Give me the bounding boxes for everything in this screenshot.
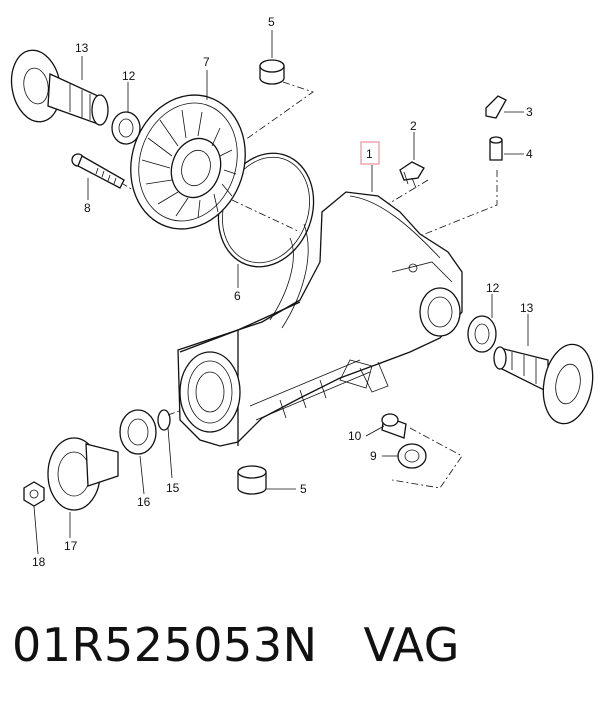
flange-shaft-right[interactable]	[493, 340, 599, 427]
callout-18: 18	[32, 555, 46, 569]
leader-lines	[33, 30, 529, 555]
callout-7: 7	[203, 55, 210, 69]
seal-ring-left[interactable]	[111, 111, 141, 145]
filler-plug-top[interactable]	[259, 59, 285, 85]
highlight-box	[360, 141, 380, 165]
callout-5-top: 5	[268, 15, 275, 29]
callout-5-bottom: 5	[300, 482, 307, 496]
callout-4: 4	[526, 147, 533, 161]
pin-shaft[interactable]	[381, 413, 407, 439]
breather-cap[interactable]	[485, 95, 507, 119]
pinion-flange[interactable]	[47, 437, 119, 511]
callout-3: 3	[526, 105, 533, 119]
part-number: 01R525053N	[12, 618, 318, 672]
callout-labels: 13 12 7 5 1 2 3 4 8 6 12 13 10 9 5 15 16…	[32, 15, 534, 569]
callout-6: 6	[234, 289, 241, 303]
callout-1: 1	[366, 147, 373, 161]
bolt[interactable]	[71, 153, 125, 189]
differential-housing[interactable]	[177, 191, 463, 447]
callout-12-left: 12	[122, 69, 136, 83]
bearing[interactable]	[119, 409, 157, 455]
flange-nut[interactable]	[23, 481, 45, 507]
drain-plug-bottom[interactable]	[237, 465, 267, 495]
callout-9: 9	[370, 449, 377, 463]
brand-name: VAG	[363, 618, 460, 672]
breather-pin[interactable]	[489, 136, 503, 161]
housing-cover[interactable]	[114, 80, 263, 244]
callout-16: 16	[137, 495, 151, 509]
flange-shaft-left[interactable]	[6, 46, 109, 126]
callout-8: 8	[84, 201, 91, 215]
callout-12-right: 12	[486, 281, 500, 295]
callout-15: 15	[166, 481, 180, 495]
callout-10: 10	[348, 429, 362, 443]
callout-13-right: 13	[520, 301, 534, 315]
exploded-parts-diagram: 13 12 7 5 1 2 3 4 8 6 12 13 10 9 5 15 16…	[6, 15, 599, 569]
callout-17: 17	[64, 539, 78, 553]
callout-13-left: 13	[75, 41, 89, 55]
circlip[interactable]	[157, 409, 171, 431]
footer-caption: 01R525053N VAG	[12, 618, 592, 690]
callout-2: 2	[410, 119, 417, 133]
retaining-clip[interactable]	[399, 161, 425, 189]
rubber-bush[interactable]	[397, 443, 427, 469]
seal-ring-right[interactable]	[467, 315, 497, 353]
